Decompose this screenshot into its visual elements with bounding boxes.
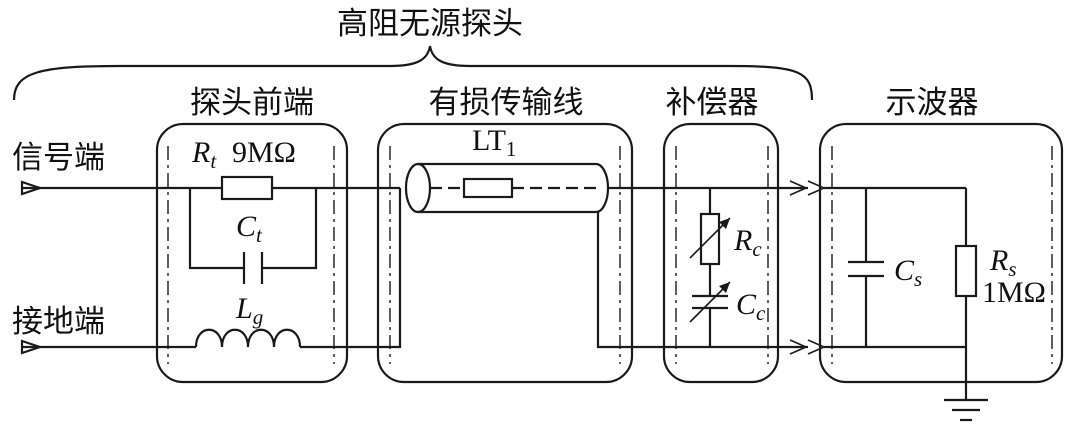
ground-wire xyxy=(596,212,808,349)
coax-body xyxy=(418,162,610,214)
signal-input-arrow-icon xyxy=(807,180,826,196)
compensator-box xyxy=(662,122,780,384)
lt1-element xyxy=(462,177,514,199)
rs-value: 1MΩ xyxy=(982,276,1046,309)
ground-terminal-label: 接地端 xyxy=(12,304,105,340)
rc-variable-arrow-head-icon xyxy=(719,218,730,229)
rc-label: Rc xyxy=(733,224,762,261)
section-compensator-label: 补偿器 xyxy=(666,85,759,121)
signal-terminal-label: 信号端 xyxy=(12,140,105,176)
ct-branch-wire xyxy=(188,188,244,270)
ground-input-arrow-icon xyxy=(807,339,826,355)
ground-input-arrow-icon xyxy=(789,339,808,355)
rt-label: Rt xyxy=(191,136,217,173)
section-lossy-line-label: 有损传输线 xyxy=(429,85,584,121)
lossy-line-box xyxy=(376,122,634,384)
oscilloscope-box xyxy=(818,122,1064,384)
rt-resistor xyxy=(220,175,274,201)
lg-label: Lg xyxy=(235,292,263,329)
diagram-title: 高阻无源探头 xyxy=(337,6,523,42)
ground-wire xyxy=(300,188,402,349)
coax-left-end xyxy=(404,162,432,214)
rs-label: Rs xyxy=(989,244,1017,281)
signal-input-arrow-icon xyxy=(789,180,808,196)
section-probe-front-label: 探头前端 xyxy=(190,85,314,121)
lg-inductor xyxy=(194,328,302,348)
probe-front-box xyxy=(155,122,349,384)
lt1-label: LT1 xyxy=(472,124,516,161)
ct-label: Ct xyxy=(236,210,263,247)
cc-label: Cc xyxy=(736,288,766,325)
cs-label: Cs xyxy=(894,254,922,291)
section-oscilloscope-label: 示波器 xyxy=(886,85,979,121)
cc-variable-arrow-head-icon xyxy=(719,282,730,293)
probe-brace xyxy=(12,45,814,101)
rt-value: 9MΩ xyxy=(232,136,296,169)
ct-branch-wire xyxy=(262,188,318,270)
rs-resistor xyxy=(954,244,978,298)
